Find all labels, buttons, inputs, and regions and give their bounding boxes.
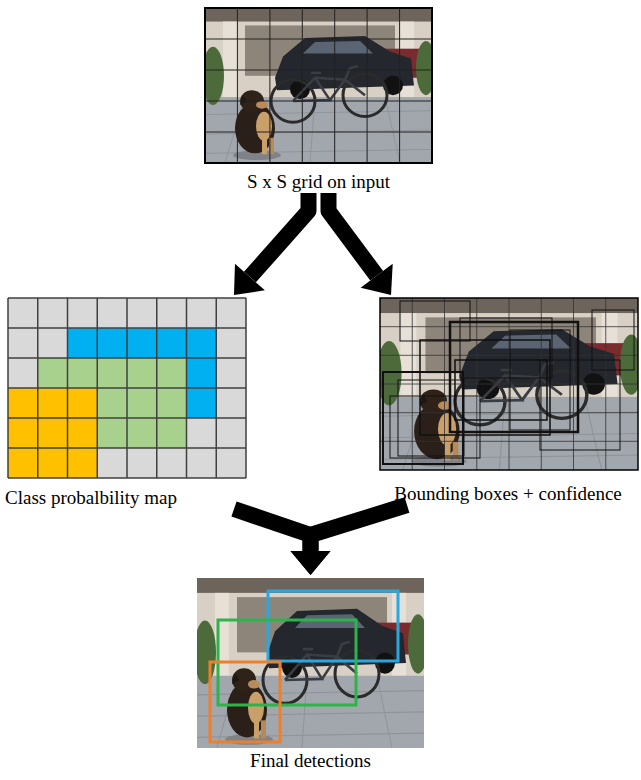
final-detection-photo xyxy=(194,578,428,748)
flow-arrow xyxy=(234,193,309,295)
image-panel: Class probalbility map xyxy=(5,295,248,509)
dog-cells xyxy=(8,388,97,478)
class-probability-grid xyxy=(8,298,246,478)
image-caption: Bounding boxes + confidence xyxy=(377,483,639,505)
car-box xyxy=(268,591,398,661)
photo-border xyxy=(205,8,432,163)
image-panel: Final detections xyxy=(194,575,427,772)
image-caption: Class probalbility map xyxy=(5,487,248,509)
flow-arrow xyxy=(329,193,393,295)
arrow-head xyxy=(234,264,265,295)
image-caption: S x S grid on input xyxy=(203,171,434,193)
image-panel: Bounding boxes + confidence xyxy=(377,295,639,505)
candidate-boxes xyxy=(383,301,634,464)
arrow-shaft xyxy=(329,193,377,276)
input-photo xyxy=(202,8,436,163)
dog-box xyxy=(210,662,280,742)
bicycle-cells xyxy=(38,358,187,448)
bounding-box-photo xyxy=(377,298,641,470)
grid-lines xyxy=(8,298,246,478)
photo-border xyxy=(380,298,638,470)
arrow-head xyxy=(361,264,393,295)
grid-lines xyxy=(205,8,432,163)
arrow-shaft xyxy=(250,193,309,277)
car-cells xyxy=(68,328,217,418)
image-caption: Final detections xyxy=(194,750,427,772)
flow-arrow xyxy=(291,505,408,575)
arrow-shaft xyxy=(234,509,311,551)
image-panel: S x S grid on input xyxy=(203,6,434,193)
arrow-head xyxy=(291,551,331,575)
grid-lines xyxy=(380,298,638,470)
arrow-head xyxy=(291,551,331,575)
arrow-shaft xyxy=(311,505,408,551)
